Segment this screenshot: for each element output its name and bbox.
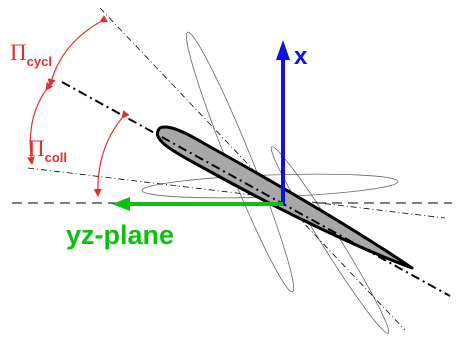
pi-coll-arc-lower — [93, 110, 130, 197]
pi-cycl-arc — [47, 15, 109, 87]
yz-axis-arrowhead — [112, 197, 130, 211]
pi-cycl-label: Πcycl — [10, 40, 52, 69]
pi-coll-arc-upper — [26, 81, 54, 165]
yz-plane-label: yz-plane — [66, 220, 174, 250]
chord-line — [61, 81, 451, 297]
x-axis-label: x — [294, 43, 308, 70]
x-axis-arrowhead — [276, 40, 290, 60]
pi-coll-label: Πcoll — [28, 136, 67, 165]
